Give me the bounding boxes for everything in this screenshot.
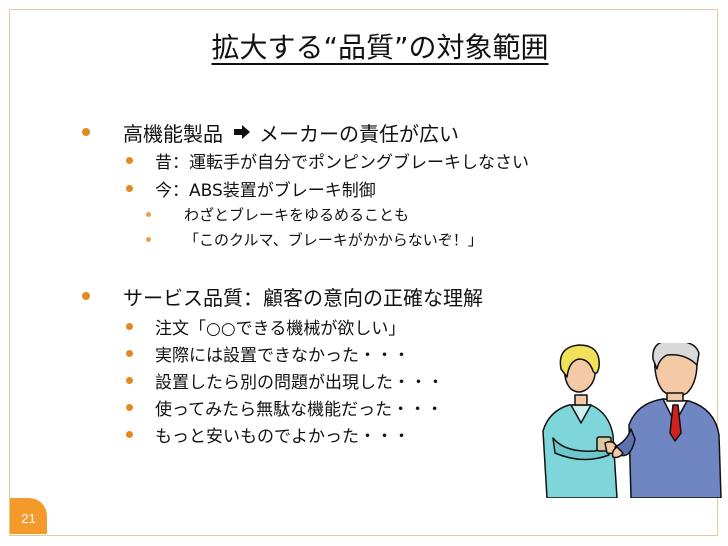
- bullet-loosen: わざとブレーキをゆるめることも: [146, 202, 409, 226]
- bullet-text: サービス品質：顧客の意向の正確な理解: [123, 285, 483, 310]
- bullet-dot: [126, 376, 133, 384]
- bullet-order: 注文「○○できる機械が欲しい」: [126, 313, 405, 339]
- bullet-text: 注文「○○できる機械が欲しい」: [155, 318, 406, 339]
- bullet-dot: [82, 128, 90, 136]
- bullet-dot: [126, 322, 133, 330]
- bullet-text: 実際には設置できなかった・・・: [155, 345, 410, 366]
- bullet-quote: 「このクルマ、ブレーキがかからないぞ！」: [146, 227, 483, 251]
- bullet-service-quality: サービス品質：顧客の意向の正確な理解: [82, 281, 483, 311]
- bullet-another-problem: 設置したら別の問題が出現した・・・: [126, 367, 444, 393]
- bullet-text: わざとブレーキをゆるめることも: [184, 205, 410, 224]
- bullet-dot: [126, 184, 133, 192]
- bullet-text: 昔：運転手が自分でポンピングブレーキしなさい: [155, 152, 529, 173]
- bullet-text: 高機能製品: [123, 121, 223, 146]
- bullet-dot: [126, 156, 133, 164]
- business-people-illustration: [542, 343, 722, 498]
- bullet-past: 昔：運転手が自分でポンピングブレーキしなさい: [126, 147, 529, 173]
- bullet-cheaper: もっと安いものでよかった・・・: [126, 421, 410, 447]
- bullet-text: 今：ABS装置がブレーキ制御: [155, 180, 376, 201]
- bullet-cannot-install: 実際には設置できなかった・・・: [126, 340, 410, 366]
- bullet-dot: [126, 430, 133, 438]
- bullet-now: 今：ABS装置がブレーキ制御: [126, 175, 376, 201]
- bullet-dot: [146, 236, 151, 242]
- bullet-text: 「このクルマ、ブレーキがかからないぞ！」: [184, 230, 483, 249]
- bullet-dot: [126, 403, 133, 411]
- bullet-high-function: 高機能製品 メーカーの責任が広い: [82, 117, 459, 147]
- bullet-text: もっと安いものでよかった・・・: [155, 426, 410, 447]
- bullet-text: 使ってみたら無駄な機能だった・・・: [155, 399, 444, 420]
- page-number-badge: 21: [10, 498, 47, 534]
- bullet-dot: [146, 211, 151, 217]
- bullet-useless-feature: 使ってみたら無駄な機能だった・・・: [126, 394, 443, 420]
- right-arrow-icon: [233, 124, 251, 140]
- bullet-dot: [126, 349, 133, 357]
- bullet-dot: [82, 292, 90, 300]
- slide-title: 拡大する“品質”の対象範囲: [211, 31, 549, 64]
- bullet-text-rest: メーカーの責任が広い: [259, 121, 459, 146]
- bullet-text: 設置したら別の問題が出現した・・・: [155, 372, 444, 393]
- slide-frame: [9, 9, 718, 536]
